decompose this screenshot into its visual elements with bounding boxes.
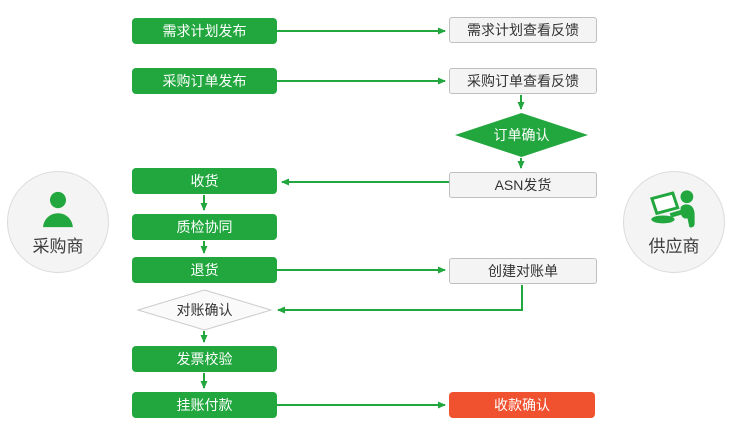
node-receipt-confirm: 收款确认 xyxy=(449,392,595,418)
person-at-laptop-icon xyxy=(647,188,701,230)
arrow-statement-to-confirm xyxy=(277,285,523,314)
person-icon xyxy=(35,188,81,230)
actor-supplier-label: 供应商 xyxy=(648,236,700,256)
node-quality-check: 质检协同 xyxy=(132,214,277,240)
node-statement-confirm: 对账确认 xyxy=(137,289,272,331)
diamond-shape xyxy=(137,289,272,331)
node-po-feedback: 采购订单查看反馈 xyxy=(449,68,597,94)
node-return-goods: 退货 xyxy=(132,257,277,283)
node-demand-plan-publish: 需求计划发布 xyxy=(132,18,277,44)
node-order-confirm: 订单确认 xyxy=(455,113,588,157)
actor-buyer-label: 采购商 xyxy=(32,236,84,256)
node-label: 订单确认 xyxy=(493,127,550,143)
node-receive: 收货 xyxy=(132,168,277,194)
node-label: 对账确认 xyxy=(176,302,233,318)
node-payment: 挂账付款 xyxy=(132,392,277,418)
node-create-statement: 创建对账单 xyxy=(449,258,597,284)
diamond-shape xyxy=(455,113,588,157)
actor-buyer: 采购商 xyxy=(7,171,109,273)
node-po-publish: 采购订单发布 xyxy=(132,68,277,94)
node-asn-ship: ASN发货 xyxy=(449,172,597,198)
node-demand-plan-feedback: 需求计划查看反馈 xyxy=(449,17,597,43)
node-invoice-verify: 发票校验 xyxy=(132,346,277,372)
actor-supplier: 供应商 xyxy=(623,171,725,273)
